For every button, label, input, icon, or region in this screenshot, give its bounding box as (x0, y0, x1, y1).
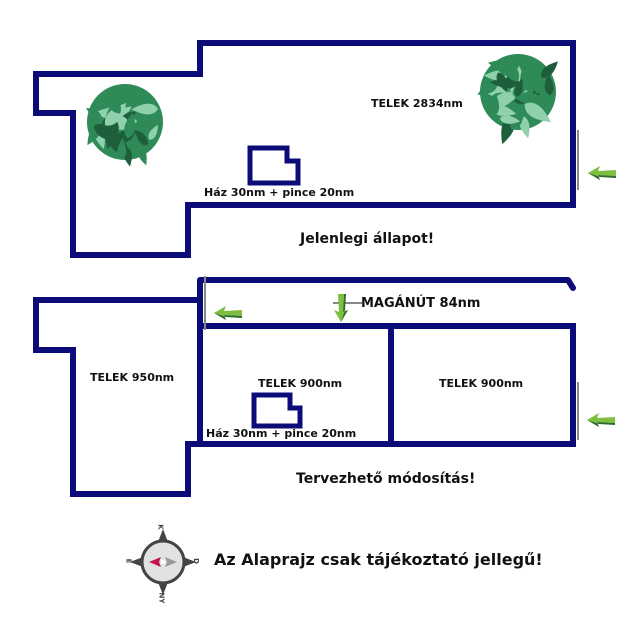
tree-leaf (86, 107, 102, 119)
tree-leaf (497, 64, 510, 78)
current-house-label: Ház 30nm + pince 20nm (204, 186, 355, 199)
planned-state-title: Tervezhető módosítás! (296, 471, 476, 487)
current-house-outline (247, 145, 301, 186)
disclaimer: Az Alaprajz csak tájékoztató jellegű! (214, 550, 543, 569)
planned-house-label: Ház 30nm + pince 20nm (206, 427, 357, 440)
tree-icon (86, 84, 163, 167)
tree-leaf (499, 115, 521, 124)
planned-left-plot-outline (33, 297, 203, 497)
tree-leaf (544, 73, 554, 96)
planned-left-plot-label: TELEK 950nm (90, 371, 175, 384)
tree-leaf (524, 102, 551, 123)
compass-label-left: É (124, 558, 133, 564)
planned-right-plot-label: TELEK 900nm (439, 377, 524, 390)
compass-needle-grey (165, 557, 177, 567)
planned-house-outline (251, 392, 303, 429)
current-plot-outline (33, 40, 576, 258)
private-road-label: MAGÁNÚT 84nm (361, 296, 481, 311)
road-entrance-arrow-icon (214, 306, 242, 320)
tree-leaf (105, 119, 119, 149)
tree-leaf (514, 78, 523, 97)
tree-leaf (477, 82, 498, 95)
tree-leaf (490, 94, 500, 117)
current-plot-label: TELEK 2834nm (371, 97, 463, 110)
planned-lots-outline (197, 323, 576, 447)
current-entrance-arrow-icon (588, 166, 616, 180)
tree-leaf (117, 138, 127, 161)
road-down-arrow-icon (334, 294, 348, 322)
private-road-outline (197, 277, 576, 303)
tree-leaf (124, 112, 136, 139)
tree-leaf (503, 57, 520, 82)
tree-leaf (137, 146, 147, 166)
right-lot-entrance-arrow-icon (587, 413, 615, 427)
compass-label-top: K (156, 524, 165, 530)
tree-leaf (131, 103, 159, 115)
compass-icon (130, 529, 196, 595)
tree-leaf (122, 111, 137, 121)
tree-icon (477, 54, 559, 145)
tree-leaf (104, 90, 122, 114)
tree-leaf (510, 105, 524, 130)
current-state-title: Jelenlegi állapot! (300, 231, 435, 247)
tree-leaf (541, 61, 559, 78)
tree-leaf (496, 72, 508, 93)
tree-leaf (148, 124, 158, 140)
compass-label-bottom: NY (157, 592, 166, 604)
planned-mid-plot-label: TELEK 900nm (258, 377, 343, 390)
compass-needle-red (149, 557, 161, 567)
tree-leaf (114, 96, 137, 106)
compass-label-right: D (191, 558, 200, 564)
tree-leaf (134, 128, 148, 146)
tree-leaf (130, 122, 152, 131)
